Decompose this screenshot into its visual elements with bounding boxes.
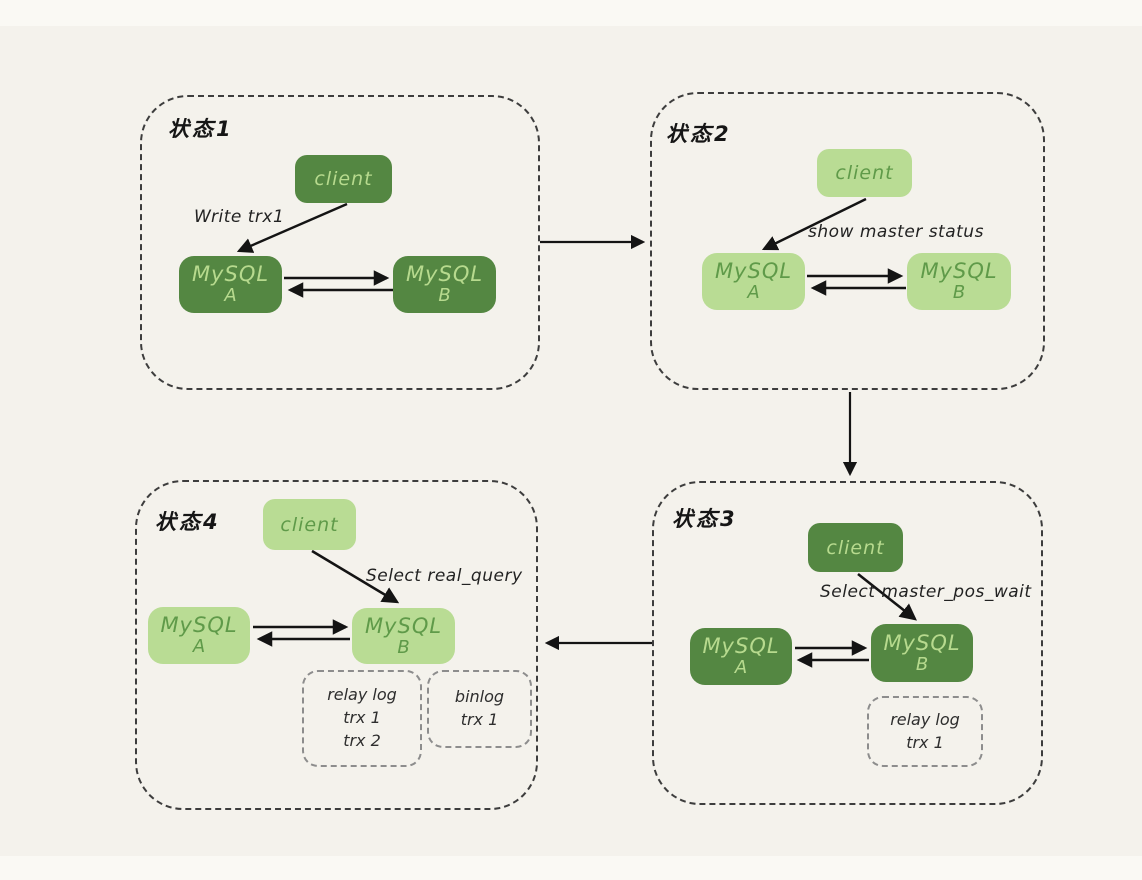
mysql-b-letter: B [397, 636, 410, 658]
mysql-a-name: MySQL [160, 613, 238, 638]
mysql-a-letter: A [734, 657, 748, 679]
mysql-b-name: MySQL [920, 259, 998, 284]
mysql-a-name: MySQL [191, 262, 270, 287]
state-1-mysql-a-node: MySQL A [179, 256, 282, 313]
state-4-client-label: client [280, 513, 339, 536]
mysql-a-letter: A [224, 285, 237, 307]
mysql-b-letter: B [952, 282, 966, 304]
mysql-a-letter: A [192, 636, 206, 658]
state-2-mysql-a-node: MySQL A [702, 253, 805, 310]
state-4-client-node: client [263, 499, 356, 550]
state-3-action-label: Select master_pos_wait [820, 582, 1032, 602]
state-4-mysql-b-node: MySQL B [352, 608, 455, 664]
bottom-margin-band [0, 856, 1142, 880]
state-4-relay-log-box: relay log trx 1 trx 2 [302, 670, 422, 767]
top-margin-band [0, 0, 1142, 26]
state-4-title: 状态4 [155, 510, 221, 534]
state-3-relay-log-box: relay log trx 1 [867, 696, 983, 767]
state-1-action-label: Write trx1 [194, 207, 285, 227]
state-4-binlog-box: binlog trx 1 [427, 670, 532, 748]
state-4-action-label: Select real_query [366, 566, 523, 586]
state-3-client-label: client [826, 536, 885, 559]
relay-log-line: relay log [890, 709, 960, 729]
state-2-title: 状态2 [666, 122, 732, 146]
state-4-panel: 状态4 [135, 480, 538, 810]
relay-log-line: relay log [327, 685, 397, 705]
relay-log-line: trx 1 [343, 708, 381, 728]
mysql-a-name: MySQL [702, 634, 780, 659]
mysql-b-name: MySQL [364, 613, 443, 638]
state-2-action-label: show master status [808, 222, 984, 242]
mysql-a-letter: A [747, 282, 760, 304]
binlog-line: binlog [454, 687, 505, 707]
state-3-mysql-a-node: MySQL A [690, 628, 792, 685]
mysql-b-name: MySQL [883, 630, 961, 655]
mysql-b-name: MySQL [405, 262, 484, 287]
state-1-mysql-b-node: MySQL B [393, 256, 496, 313]
state-1-title: 状态1 [168, 117, 234, 141]
state-2-mysql-b-node: MySQL B [907, 253, 1011, 310]
state-3-panel: 状态3 [652, 481, 1043, 805]
state-3-client-node: client [808, 523, 903, 572]
mysql-b-letter: B [915, 653, 929, 675]
relay-log-line: trx 1 [906, 732, 944, 752]
state-1-panel: 状态1 [140, 95, 540, 390]
binlog-line: trx 1 [460, 710, 499, 729]
state-1-client-node: client [295, 155, 392, 203]
state-2-client-node: client [817, 149, 912, 197]
state-4-mysql-a-node: MySQL A [148, 607, 250, 664]
mysql-b-letter: B [438, 285, 451, 307]
state-2-panel: 状态2 [650, 92, 1045, 390]
state-3-title: 状态3 [672, 507, 738, 531]
mysql-a-name: MySQL [714, 259, 793, 284]
state-1-client-label: client [314, 168, 373, 190]
relay-log-line: trx 2 [343, 730, 381, 750]
state-3-mysql-b-node: MySQL B [871, 624, 973, 682]
state-2-client-label: client [835, 162, 894, 184]
